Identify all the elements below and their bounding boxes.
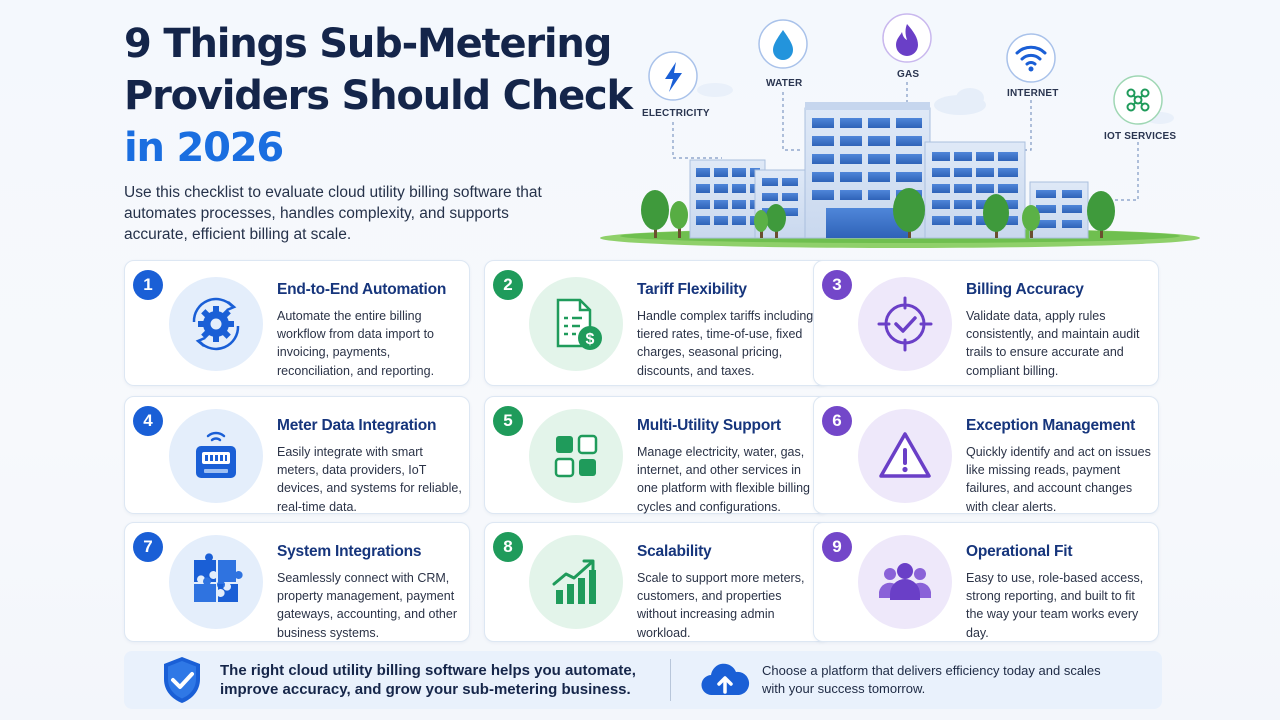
puzzle-icon <box>169 535 263 629</box>
footer-banner: The right cloud utility billing software… <box>124 651 1162 709</box>
card-title: Exception Management <box>966 417 1136 434</box>
growth-chart-icon <box>529 535 623 629</box>
card-description: Easy to use, role-based access, strong r… <box>966 571 1144 640</box>
electricity-icon <box>648 51 698 101</box>
page-subtitle: Use this checklist to evaluate cloud uti… <box>124 184 542 243</box>
iot-network-icon <box>1113 75 1163 125</box>
title-line-3: in 2026 <box>124 125 284 171</box>
card-title: Scalability <box>637 543 712 560</box>
card-number-badge: 9 <box>822 532 852 562</box>
card-number-badge: 5 <box>493 406 523 436</box>
card-title: Multi-Utility Support <box>637 417 781 434</box>
building-right-mid <box>924 141 1026 239</box>
checklist-card-6: 6 Exception Management Quickly identify … <box>813 396 1159 514</box>
water-label: WATER <box>766 78 803 89</box>
gas-flame-icon <box>882 13 932 63</box>
card-number-badge: 6 <box>822 406 852 436</box>
card-title: Tariff Flexibility <box>637 281 747 298</box>
checklist-card-9: 9 Operational Fit Easy to use, role-base… <box>813 522 1159 642</box>
trees <box>641 188 1115 238</box>
checklist-card-8: 8 Scalability Scale to support more mete… <box>484 522 830 642</box>
checklist-card-7: 7 System Integrations Seamlessly connect… <box>124 522 470 642</box>
checklist-card-5: 5 Multi-Utility Support Manage electrici… <box>484 396 830 514</box>
page-title: 9 Things Sub-Metering Providers Should C… <box>124 18 633 174</box>
checklist-card-3: 3 Billing Accuracy Validate data, apply … <box>813 260 1159 386</box>
card-number-badge: 7 <box>133 532 163 562</box>
card-description: Automate the entire billing workflow fro… <box>277 309 435 378</box>
wifi-icon <box>1006 33 1056 83</box>
card-number-badge: 3 <box>822 270 852 300</box>
hero-illustration: ELECTRICITY WATER GAS INTERNET IOT SERVI… <box>590 0 1280 255</box>
checklist-card-2: 2 $ Tariff Flexibility Handle complex ta… <box>484 260 830 386</box>
smart-meter-icon <box>169 409 263 503</box>
card-number-badge: 1 <box>133 270 163 300</box>
building-right <box>1029 181 1089 239</box>
internet-label: INTERNET <box>1007 88 1059 99</box>
water-drop-icon <box>758 19 808 69</box>
team-icon <box>858 535 952 629</box>
card-title: End-to-End Automation <box>277 281 447 298</box>
shield-check-icon <box>164 657 200 703</box>
checklist-card-4: 4 Meter Data Integration Easily integrat… <box>124 396 470 514</box>
card-description: Validate data, apply rules consistently,… <box>966 309 1140 378</box>
card-title: Billing Accuracy <box>966 281 1084 298</box>
card-title: Operational Fit <box>966 543 1073 560</box>
building-left <box>689 159 766 239</box>
gas-label: GAS <box>897 69 920 80</box>
electricity-label: ELECTRICITY <box>642 108 710 119</box>
card-description: Scale to support more meters, customers,… <box>637 571 805 640</box>
warning-triangle-icon <box>858 409 952 503</box>
iot-services-label: IOT SERVICES <box>1104 131 1177 142</box>
city-buildings-illustration <box>600 13 1200 248</box>
card-description: Easily integrate with smart meters, data… <box>277 445 462 514</box>
document-dollar-icon: $ <box>529 277 623 371</box>
footer-divider <box>670 659 671 701</box>
title-line-2: Providers Should Check <box>124 73 633 119</box>
card-description: Manage electricity, water, gas, internet… <box>637 445 811 514</box>
title-line-1: 9 Things Sub-Metering <box>124 21 612 67</box>
cloud-upload-icon <box>701 663 750 696</box>
card-description: Quickly identify and act on issues like … <box>966 445 1151 514</box>
card-number-badge: 4 <box>133 406 163 436</box>
target-check-icon <box>858 277 952 371</box>
card-description: Seamlessly connect with CRM, property ma… <box>277 571 457 640</box>
checklist-card-1: 1 End-to-End Automation Automate the ent… <box>124 260 470 386</box>
card-title: Meter Data Integration <box>277 417 437 434</box>
footer-tagline: Choose a platform that delivers efficien… <box>762 663 1101 696</box>
gear-cycle-icon <box>169 277 263 371</box>
footer-message: The right cloud utility billing software… <box>220 662 636 698</box>
svg-text:$: $ <box>586 331 595 348</box>
card-number-badge: 8 <box>493 532 523 562</box>
card-title: System Integrations <box>277 543 422 560</box>
grid-squares-icon <box>529 409 623 503</box>
card-description: Handle complex tariffs including tiered … <box>637 309 814 378</box>
card-number-badge: 2 <box>493 270 523 300</box>
